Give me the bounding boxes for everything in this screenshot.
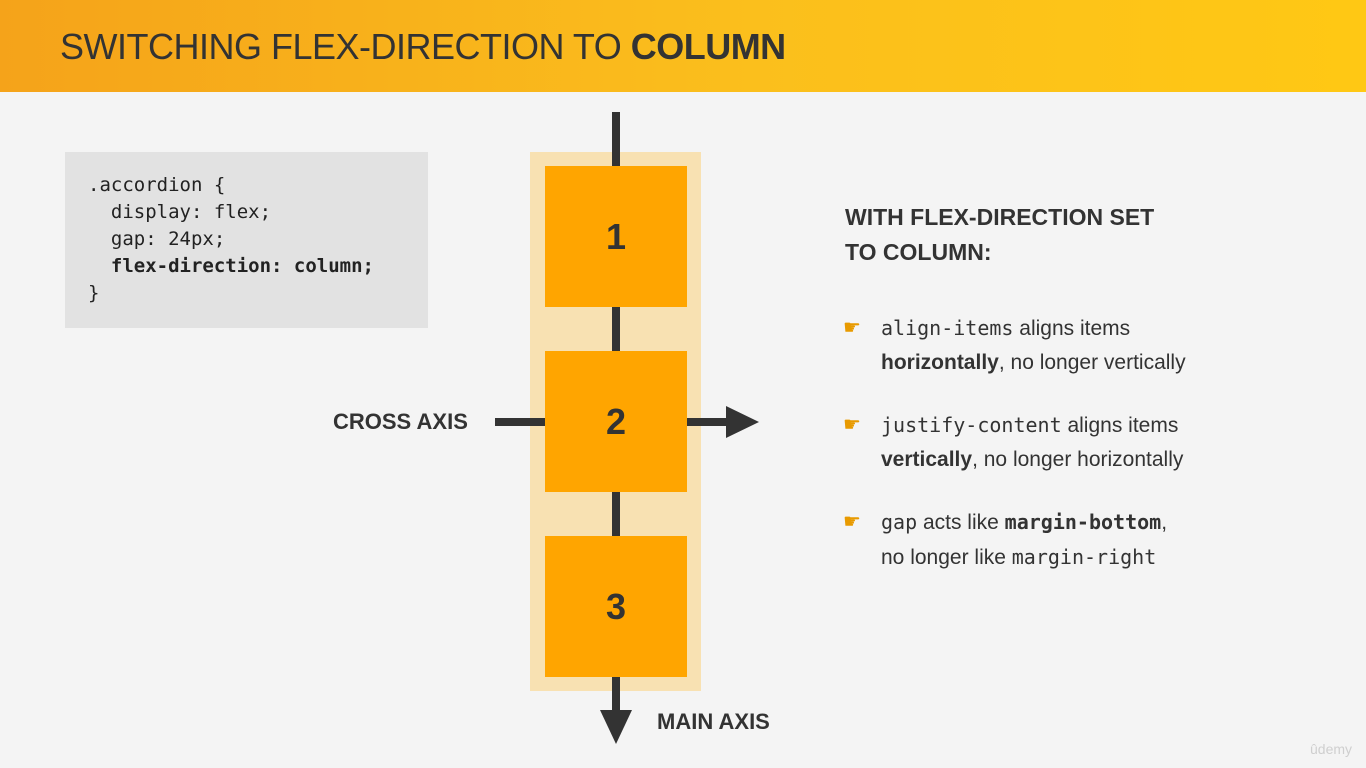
heading-line-1: WITH FLEX-DIRECTION SET <box>845 204 1155 230</box>
bullet-text: justify-content aligns items vertically, … <box>881 408 1263 477</box>
header-bar: SWITCHING FLEX-DIRECTION TO COLUMN <box>0 0 1366 92</box>
code-term-bold: margin-bottom <box>1004 510 1162 534</box>
bullet-justify-content: ☛ justify-content aligns items vertically… <box>843 408 1263 477</box>
heading-suffix: : <box>983 239 992 265</box>
code-block: .accordion { display: flex; gap: 24px; f… <box>65 152 428 328</box>
cross-axis-label: CROSS AXIS <box>333 409 468 434</box>
bullet-text-part: , no longer vertically <box>998 351 1186 374</box>
code-line: .accordion { <box>88 174 226 196</box>
bullet-bold: horizontally <box>881 351 999 374</box>
title-prefix: SWITCHING FLEX-DIRECTION TO <box>60 26 631 67</box>
bullet-text-part: , <box>1161 511 1168 534</box>
flex-item-3: 3 <box>545 536 687 677</box>
udemy-watermark: ûdemy <box>1310 741 1353 757</box>
code-term: align-items <box>881 316 1014 340</box>
slide-title: SWITCHING FLEX-DIRECTION TO COLUMN <box>60 26 786 68</box>
bullet-text: gap acts like margin-bottom, no longer li… <box>881 505 1263 575</box>
code-line: display: flex; <box>88 201 272 223</box>
code-line: gap: 24px; <box>88 228 226 250</box>
code-term: justify-content <box>881 413 1062 437</box>
pointing-hand-icon: ☛ <box>843 414 861 436</box>
title-bold: COLUMN <box>630 26 786 67</box>
code-line-highlight: flex-direction: column; <box>88 255 374 277</box>
heading-line-2: TO COLUMN: <box>845 235 1154 270</box>
bullet-text: align-items aligns items horizontally, no… <box>881 311 1263 380</box>
pointing-hand-icon: ☛ <box>843 511 861 533</box>
heading-prefix: TO <box>845 239 883 265</box>
bullet-text-part: aligns items <box>1061 414 1179 437</box>
flex-item-2: 2 <box>545 351 687 492</box>
code-line: } <box>88 282 100 304</box>
bullet-gap: ☛ gap acts like margin-bottom, no longer … <box>843 505 1263 575</box>
bullet-text-part: acts like <box>917 511 1005 534</box>
bullet-align-items: ☛ align-items aligns items horizontally, … <box>843 311 1263 380</box>
pointing-hand-icon: ☛ <box>843 317 861 339</box>
code-term: margin-right <box>1011 545 1157 569</box>
flex-item-1: 1 <box>545 166 687 307</box>
heading-bold: COLUMN <box>882 239 984 265</box>
bullet-bold: vertically <box>881 448 973 471</box>
main-axis-arrow-icon <box>600 710 632 744</box>
bullet-text-part: , no longer horizontally <box>972 448 1184 471</box>
bullet-text-part: no longer like <box>881 546 1012 569</box>
cross-axis-arrow-icon <box>726 406 759 438</box>
main-axis-label: MAIN AXIS <box>657 709 770 734</box>
info-heading: WITH FLEX-DIRECTION SET TO COLUMN: <box>845 200 1154 270</box>
bullet-text-part: aligns items <box>1013 317 1131 340</box>
code-term: gap <box>881 510 918 534</box>
